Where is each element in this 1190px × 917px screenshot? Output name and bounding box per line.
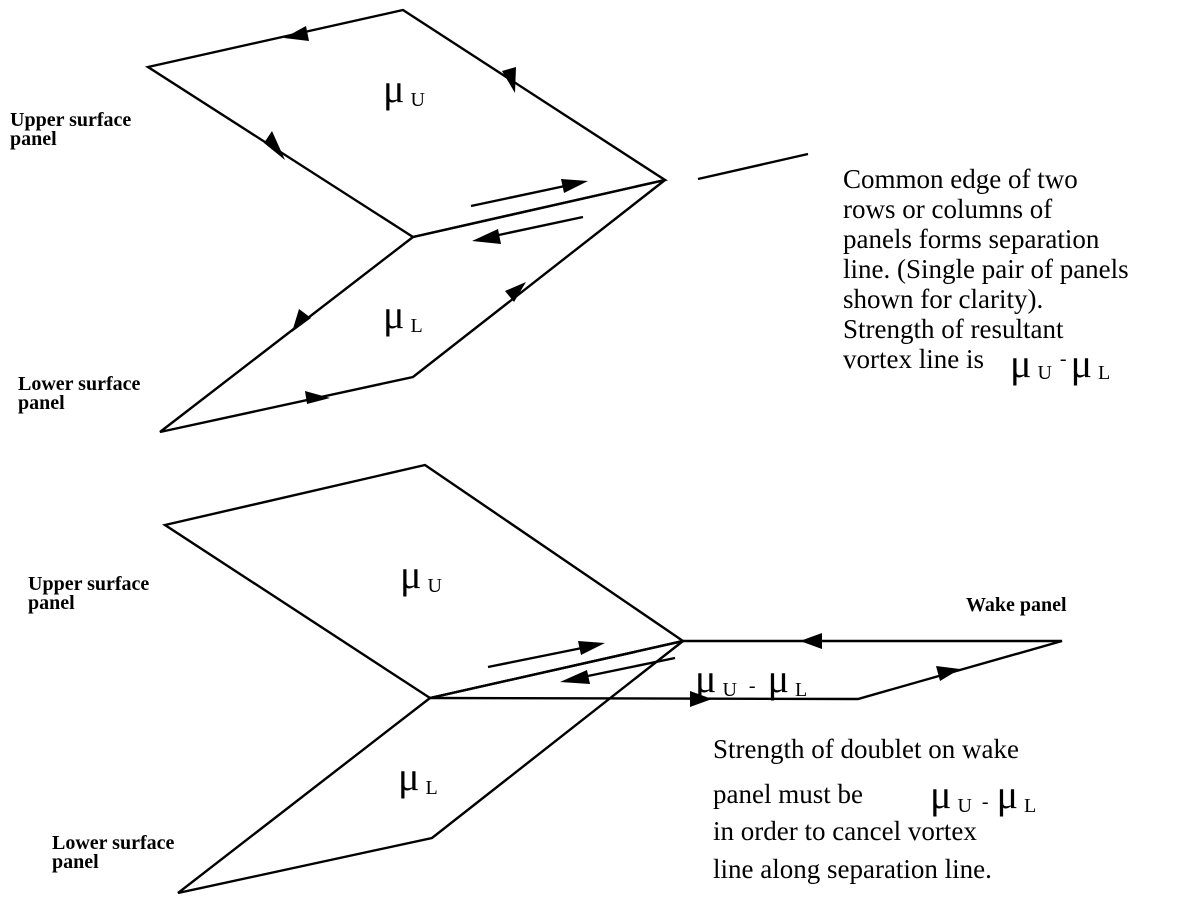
top-sep-arrow-right-head <box>561 179 588 193</box>
top-sep-arrow-left-shaft <box>493 215 584 238</box>
bottom-note-line-2: panel must be <box>713 779 863 809</box>
top-note: Common edge of two rows or columns of pa… <box>843 164 1135 374</box>
top-arrow-upper-right <box>502 67 516 93</box>
bottom-arrow-wake-bottom <box>690 691 712 707</box>
top-sep-arrow-right-shaft <box>470 184 566 208</box>
top-arrow-upper-top <box>284 26 309 41</box>
bottom-wake-label: Wake panel <box>966 594 1067 616</box>
top-arrow-lower-right <box>505 282 526 302</box>
bottom-sep-arrow-left-head <box>560 670 590 684</box>
top-lower-panel <box>159 178 666 434</box>
bottom-upper-panel <box>161 463 686 700</box>
top-arrow-lower-left <box>292 309 311 332</box>
top-arrow-lower-bottom <box>305 391 330 404</box>
bottom-sep-arrow-left-shaft <box>582 656 676 679</box>
bottom-note-line-4: line along separation line. <box>713 854 992 884</box>
bottom-arrow-wake-right <box>936 666 960 681</box>
top-leader-line <box>697 152 809 181</box>
top-upper-panel <box>144 8 669 239</box>
bottom-sep-arrow-right-head <box>578 641 605 655</box>
bottom-arrow-wake-top <box>800 633 822 649</box>
bottom-note-line-1: Strength of doublet on wake <box>713 734 1019 764</box>
top-arrow-upper-left <box>264 131 285 160</box>
top-sep-arrow-left-head <box>472 229 501 244</box>
bottom-lower-panel <box>177 639 684 895</box>
bottom-note-line-3: in order to cancel vortex <box>713 816 977 846</box>
bottom-sep-arrow-right-shaft <box>487 646 583 669</box>
bottom-wake-panel <box>429 639 1063 701</box>
